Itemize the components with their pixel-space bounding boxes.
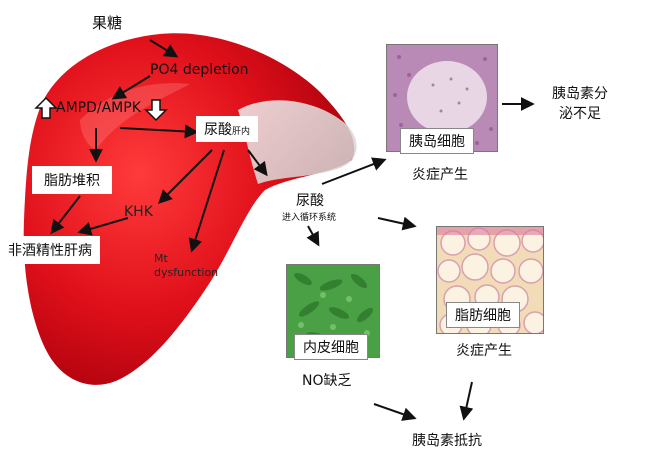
adipocyte-inflammation-label: 炎症产生 bbox=[456, 343, 512, 359]
arrow-uric-circulation bbox=[247, 149, 268, 177]
islet-cell-caption: 胰岛细胞 bbox=[400, 128, 474, 154]
insulin-secretion-line1: 胰岛素分 bbox=[552, 86, 608, 102]
arrow-circ-islet bbox=[321, 157, 387, 185]
arrow-adipocyte-insulin-resistance bbox=[459, 381, 474, 421]
circulating-uric-acid-sublabel: 进入循环系统 bbox=[282, 213, 337, 223]
adipocyte-caption: 脂肪细胞 bbox=[446, 302, 520, 328]
arrow-circ-endothelial bbox=[306, 225, 320, 247]
mt-label: Mt bbox=[154, 252, 168, 265]
fructose-label: 果糖 bbox=[92, 14, 123, 32]
arrow-po4-ampd bbox=[111, 75, 151, 100]
arrow-ampd-uric bbox=[119, 124, 199, 139]
arrow-no-insulin-resistance bbox=[373, 403, 417, 421]
down-arrow-icon bbox=[144, 99, 168, 122]
arrow-fructose-po4 bbox=[149, 39, 179, 58]
arrow-uric-khk bbox=[158, 149, 213, 204]
islet-inflammation-label: 炎症产生 bbox=[412, 167, 468, 183]
po4-depletion-label: PO4 depletion bbox=[150, 62, 249, 78]
mt-dysfunction-label: Mt dysfunction bbox=[154, 252, 218, 280]
insulin-resistance-label: 胰岛素抵抗 bbox=[412, 433, 482, 449]
insulin-secretion-deficit-label: 胰岛素分 泌不足 bbox=[552, 84, 608, 124]
arrow-uric-mt bbox=[188, 149, 225, 253]
dysfunction-label: dysfunction bbox=[154, 266, 219, 279]
arrow-khk-nafld bbox=[77, 217, 129, 236]
nafld-box: 非酒精性肝病 bbox=[0, 236, 100, 264]
liver-right-lobe bbox=[238, 100, 357, 184]
insulin-secretion-line2: 泌不足 bbox=[559, 106, 601, 122]
arrow-fat-nafld bbox=[50, 195, 81, 235]
khk-label: KHK bbox=[124, 204, 153, 220]
fat-accumulation-box: 脂肪堆积 bbox=[32, 166, 112, 194]
no-deficiency-label: NO缺乏 bbox=[302, 373, 352, 389]
up-arrow-icon bbox=[34, 96, 58, 119]
endothelial-cell-caption: 内皮细胞 bbox=[294, 334, 368, 360]
liver-highlight bbox=[80, 83, 190, 150]
hepatic-uric-acid-box: 尿酸肝内 bbox=[196, 116, 259, 142]
ampd-ampk-label: AMPD/AMPK bbox=[56, 100, 141, 116]
hepatic-uric-acid-label: 尿酸 bbox=[204, 122, 232, 138]
circulating-uric-acid-label: 尿酸 bbox=[296, 193, 324, 209]
arrow-circ-adipocyte bbox=[377, 216, 417, 231]
hepatic-uric-acid-sublabel: 肝内 bbox=[232, 127, 251, 137]
